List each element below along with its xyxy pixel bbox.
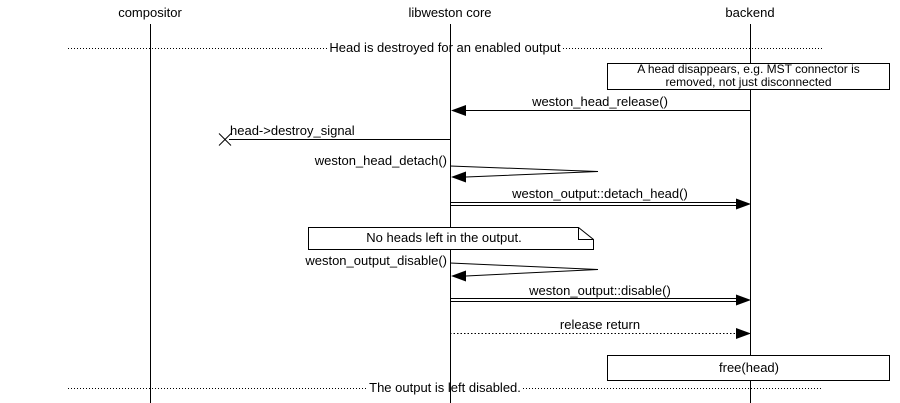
divider-head-destroyed: Head is destroyed for an enabled output (68, 40, 822, 56)
divider-label: The output is left disabled. (369, 380, 521, 395)
arrowhead-weston-head-release-icon (451, 105, 466, 116)
note-fold-icon (578, 227, 594, 240)
arrowhead-release-return-icon (736, 328, 751, 339)
box-head-disappears-line2: removed, not just disconnected (665, 75, 832, 89)
note-no-heads-text: No heads left in the output. (366, 230, 522, 245)
label-output-disable-call: weston_output::disable() (529, 283, 671, 298)
actor-libweston-core: libweston core (408, 5, 492, 20)
arrowhead-disable-icon (736, 294, 751, 306)
divider-line (522, 387, 823, 389)
divider-label: Head is destroyed for an enabled output (329, 40, 561, 55)
note-box-no-heads (308, 227, 594, 250)
arrowhead-weston-output-disable-icon (451, 270, 466, 282)
box-head-disappears-text: A head disappears, e.g. MST connector is… (607, 63, 890, 89)
label-weston-head-release: weston_head_release() (532, 94, 668, 109)
actor-backend: backend (725, 5, 775, 20)
label-weston-head-detach: weston_head_detach() (314, 153, 447, 168)
divider-line (68, 387, 368, 389)
box-free-head (607, 355, 890, 381)
box-free-head-text: free(head) (719, 360, 779, 375)
divider-line (562, 47, 822, 49)
label-release-return: release return (559, 317, 641, 332)
divider-output-disabled: The output is left disabled. (68, 380, 823, 396)
box-head-disappears-line1: A head disappears, e.g. MST connector is (637, 62, 860, 76)
label-destroy-signal: head->destroy_signal (230, 123, 355, 138)
lost-message-x-icon (218, 133, 232, 146)
arrowhead-weston-head-detach-icon (451, 171, 466, 183)
label-detach-head: weston_output::detach_head() (512, 186, 688, 201)
box-head-disappears (607, 63, 890, 90)
self-arrow-weston-head-detach (449, 165, 599, 178)
arrowhead-detach-head-icon (736, 198, 751, 210)
divider-line (68, 47, 328, 49)
self-arrow-weston-output-disable (449, 262, 599, 277)
label-weston-output-disable: weston_output_disable() (305, 253, 447, 268)
actor-compositor: compositor (118, 5, 182, 20)
